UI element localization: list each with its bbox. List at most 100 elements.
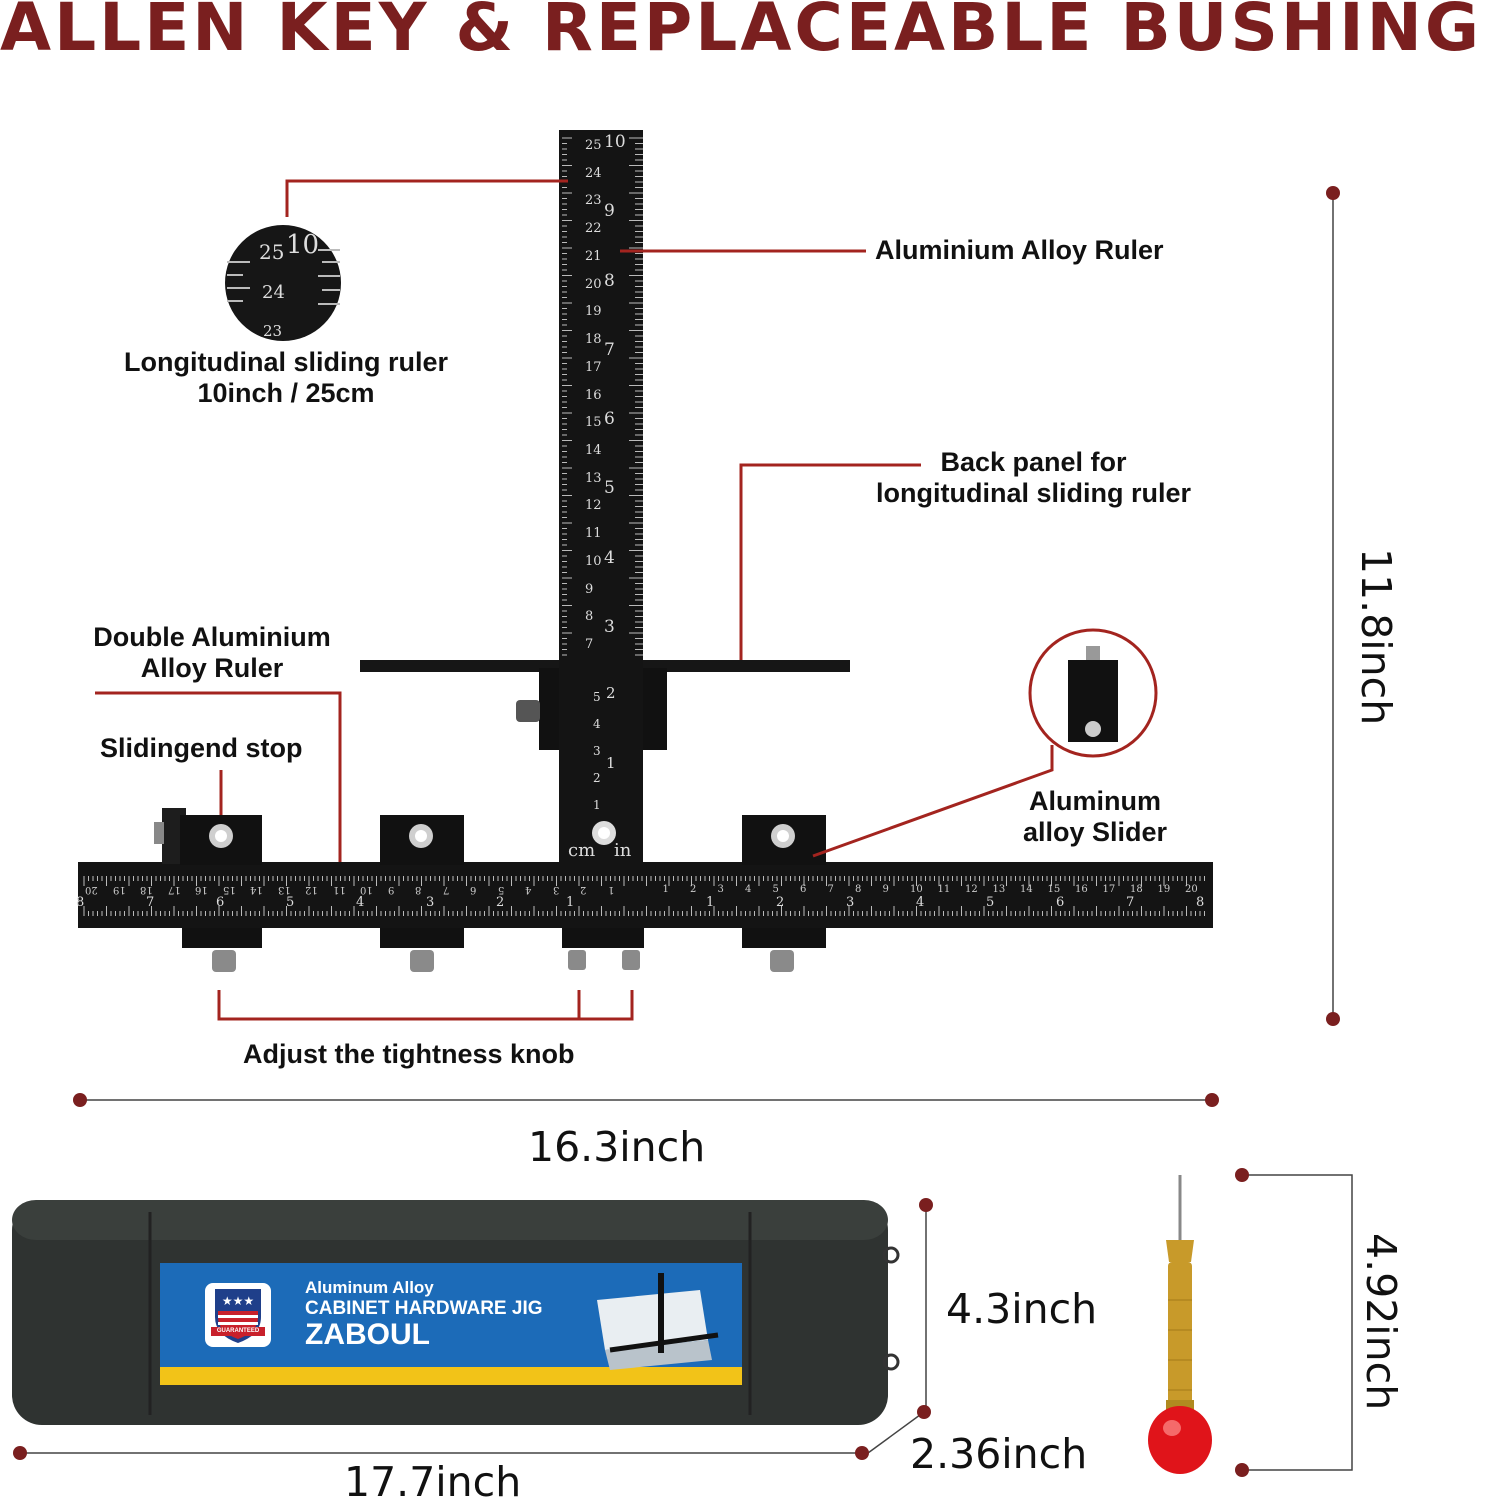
- dim-case-height: 4.3inch: [946, 1285, 1098, 1333]
- vertical-ruler-cm-label: 22: [585, 221, 602, 237]
- vertical-ruler-cm-label: 14: [585, 442, 602, 458]
- label-double-ruler-line1: Double Aluminium: [93, 622, 331, 652]
- dim-case-depth: 2.36inch: [910, 1430, 1088, 1478]
- horizontal-ruler-cm-label: 11: [332, 884, 346, 895]
- horizontal-ruler-cm-label: 15: [222, 884, 236, 895]
- horizontal-ruler-cm-label: 13: [992, 884, 1006, 895]
- guaranteed-badge-icon: ★★★ GUARANTEED: [205, 1283, 271, 1347]
- horizontal-ruler-cm-label: 4: [525, 884, 532, 895]
- horizontal-ruler-in-label: 6: [1056, 895, 1065, 910]
- knob: [212, 950, 236, 972]
- case-label-brand: ZABOUL: [305, 1318, 430, 1351]
- horizontal-ruler-cm-label: 5: [772, 884, 779, 895]
- horizontal-ruler-in-label: 8: [1196, 895, 1205, 910]
- horizontal-ruler-cm-label: 9: [387, 884, 394, 895]
- horizontal-ruler-cm-label: 20: [1185, 884, 1198, 895]
- vertical-ruler-cm-label: 23: [585, 193, 602, 209]
- horizontal-ruler-in-label: 2: [776, 895, 785, 910]
- vertical-ruler-cm-label: 2: [593, 771, 601, 785]
- horizontal-ruler-cm-label: 3: [717, 884, 724, 895]
- label-aluminum-slider: Aluminum alloy Slider: [1010, 786, 1180, 848]
- vertical-ruler-cm-label: 12: [585, 498, 602, 514]
- horizontal-ruler-in-label: 8: [76, 895, 85, 910]
- horizontal-ruler: [78, 862, 1213, 928]
- vertical-ruler-in-label: 2: [606, 684, 616, 702]
- vertical-ruler-cm-label: 4: [593, 717, 601, 731]
- horizontal-ruler-in-label: 5: [286, 895, 295, 910]
- horizontal-ruler-cm-label: 13: [277, 884, 291, 895]
- horizontal-ruler-cm-label: 10: [360, 884, 373, 895]
- vertical-ruler-cm-label: 15: [585, 415, 602, 431]
- vertical-ruler-in-label: 9: [604, 201, 615, 222]
- dim-case-width: 17.7inch: [344, 1458, 522, 1506]
- vertical-ruler-cm-label: 10: [585, 553, 602, 569]
- horizontal-ruler-cm-label: 8: [855, 884, 862, 895]
- leader-lines: [95, 179, 1054, 1021]
- horizontal-ruler-cm-label: 14: [250, 884, 263, 895]
- horizontal-ruler-in-label: 2: [496, 895, 505, 910]
- vertical-ruler-cm-label: 16: [585, 387, 602, 403]
- label-double-ruler-line2: Alloy Ruler: [140, 653, 284, 683]
- horizontal-ruler-cm-label: 1: [607, 884, 614, 895]
- horizontal-ruler-cm-label: 12: [305, 884, 318, 895]
- horizontal-ruler-cm-label: 6: [470, 884, 477, 895]
- horizontal-ruler-cm-label: 10: [910, 884, 923, 895]
- horizontal-ruler-in-label: 1: [566, 895, 575, 910]
- vertical-ruler-cm-label: 25: [585, 138, 602, 153]
- vertical-ruler-in-label: 10: [604, 132, 626, 152]
- vertical-ruler-cm-label: 7: [585, 637, 594, 652]
- horizontal-ruler-cm-label: 6: [800, 884, 807, 895]
- label-double-ruler: Double Aluminium Alloy Ruler: [78, 622, 346, 684]
- case-label-line2: CABINET HARDWARE JIG: [305, 1298, 543, 1319]
- vertical-ruler-in-label: 6: [604, 409, 615, 430]
- knob: [568, 950, 586, 970]
- dimension-lines: [20, 193, 1353, 1471]
- vertical-ruler-cm-label: 19: [585, 304, 602, 320]
- vertical-ruler-cm-label: 1: [593, 798, 601, 812]
- label-aluminum-slider-line1: Aluminum: [1029, 786, 1161, 816]
- horizontal-ruler-in-label: 7: [1126, 895, 1135, 910]
- horizontal-ruler-cm-label: 16: [1075, 884, 1088, 895]
- vertical-ruler-cm-label: 17: [585, 359, 602, 375]
- dim-punch-length: 4.92inch: [1357, 1233, 1405, 1411]
- horizontal-ruler-cm-label: 18: [140, 884, 153, 895]
- label-back-panel-line1: Back panel for: [940, 447, 1127, 477]
- ruler-unit-cm: cm: [568, 840, 596, 861]
- label-longitudinal-ruler-line2: 10inch / 25cm: [197, 378, 375, 408]
- zoom-ruler-cm-25: 25: [259, 240, 285, 264]
- zoom-ruler-cm-23: 23: [263, 322, 283, 336]
- horizontal-ruler-in-label: 6: [216, 895, 225, 910]
- vertical-ruler-cm-label: 24: [585, 165, 602, 181]
- label-slidingend-stop: Slidingend stop: [100, 733, 303, 763]
- vertical-ruler-in-label: 1: [606, 754, 616, 772]
- horizontal-ruler-in-label: 7: [146, 895, 155, 910]
- zoom-ruler-cm-24: 24: [262, 282, 285, 303]
- vertical-ruler-in-label: 4: [604, 547, 615, 568]
- vertical-ruler-cm-label: 5: [593, 690, 601, 704]
- vertical-ruler-cm-label: 11: [585, 526, 602, 542]
- horizontal-ruler-cm-label: 3: [552, 884, 559, 895]
- horizontal-ruler-cm-label: 7: [827, 884, 834, 895]
- knob: [410, 950, 434, 972]
- horizontal-ruler-cm-label: 19: [1157, 884, 1171, 895]
- vertical-ruler-cm-label: 18: [585, 332, 602, 348]
- vertical-ruler-cm-label: 21: [585, 248, 602, 264]
- dim-ruler-width: 16.3inch: [528, 1123, 706, 1171]
- label-back-panel: Back panel for longitudinal sliding rule…: [856, 447, 1211, 509]
- horizontal-ruler-cm-label: 4: [745, 884, 752, 895]
- horizontal-ruler-cm-label: 16: [195, 884, 208, 895]
- horizontal-ruler-cm-label: 2: [580, 884, 587, 895]
- label-aluminum-slider-line2: alloy Slider: [1022, 817, 1168, 847]
- horizontal-ruler-cm-label: 9: [882, 884, 889, 895]
- label-back-panel-line2: longitudinal sliding ruler: [876, 478, 1191, 508]
- vertical-ruler-in-label: 5: [604, 478, 615, 499]
- horizontal-ruler-cm-label: 7: [442, 884, 449, 895]
- horizontal-ruler-cm-label: 14: [1020, 884, 1033, 895]
- horizontal-ruler-cm-label: 20: [85, 884, 98, 895]
- horizontal-ruler-in-label: 3: [846, 895, 855, 910]
- zoom-circle-ruler: [225, 225, 341, 341]
- horizontal-ruler-cm-label: 1: [662, 884, 669, 895]
- svg-text:★★★: ★★★: [222, 1294, 254, 1308]
- horizontal-ruler-cm-label: 15: [1047, 884, 1061, 895]
- horizontal-ruler-in-label: 4: [356, 895, 365, 910]
